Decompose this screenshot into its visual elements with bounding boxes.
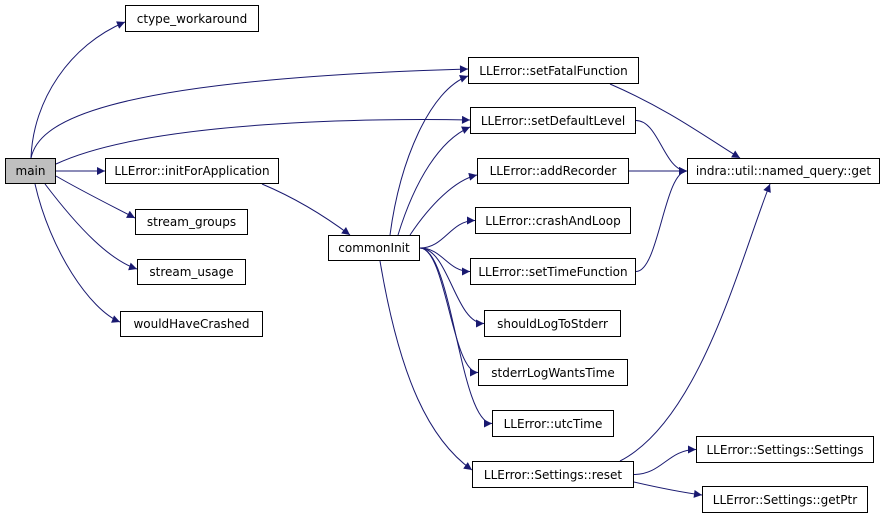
node-llerror-settings-settings[interactable]: LLError::Settings::Settings <box>696 436 874 463</box>
node-llerror-settings-reset[interactable]: LLError::Settings::reset <box>472 461 634 488</box>
edge-commonInit-to-addRecorder <box>409 172 478 236</box>
node-stream-usage[interactable]: stream_usage <box>137 259 246 285</box>
edge-commonInit-to-crashAndLoop <box>419 216 476 249</box>
edge-main-to-wouldHaveCrashed <box>34 183 121 323</box>
edge-commonInit-to-shouldLogToStderr <box>419 247 485 328</box>
edge-settingsReset-to-settingsGetPtr <box>633 481 703 498</box>
edge-commonInit-to-utcTime <box>419 247 493 428</box>
edge-setFatalFunction-to-namedQueryGet <box>609 83 741 159</box>
edge-settingsReset-to-namedQueryGet <box>619 183 771 462</box>
edge-commonInit-to-stderrLogWantsTime <box>419 247 479 377</box>
edge-main-to-stream_groups <box>55 175 136 219</box>
node-llerror-settings-getptr[interactable]: LLError::Settings::getPtr <box>702 486 868 513</box>
node-llerror-initforapplication[interactable]: LLError::initForApplication <box>105 158 279 184</box>
node-indra-util-named-query-get[interactable]: indra::util::named_query::get <box>687 158 880 184</box>
node-stderrlogwantstime[interactable]: stderrLogWantsTime <box>478 359 628 386</box>
node-llerror-settimefunction[interactable]: LLError::setTimeFunction <box>470 258 636 285</box>
edge-commonInit-to-setFatalFunction <box>389 75 469 236</box>
edge-main-to-setDefaultLevel <box>55 115 471 165</box>
edge-main-to-stream_usage <box>44 183 138 271</box>
node-llerror-utctime[interactable]: LLError::utcTime <box>492 410 614 437</box>
edge-setDefaultLevel-to-namedQueryGet <box>635 120 688 175</box>
node-wouldhavecrashed[interactable]: wouldHaveCrashed <box>120 311 263 337</box>
edge-settingsReset-to-settingsSettings <box>633 445 697 475</box>
edge-commonInit-to-settingsReset <box>379 260 473 471</box>
edge-commonInit-to-setDefaultLevel <box>397 126 471 236</box>
edge-setTimeFunction-to-namedQueryGet <box>635 167 688 272</box>
node-commoninit[interactable]: commonInit <box>328 235 420 261</box>
node-ctype-workaround[interactable]: ctype_workaround <box>125 5 259 32</box>
node-llerror-setfatalfunction[interactable]: LLError::setFatalFunction <box>468 57 639 84</box>
node-shouldlogtostderr[interactable]: shouldLogToStderr <box>484 310 621 337</box>
node-llerror-addrecorder[interactable]: LLError::addRecorder <box>477 158 629 184</box>
node-llerror-crashandloop[interactable]: LLError::crashAndLoop <box>475 207 631 234</box>
node-main[interactable]: main <box>5 158 56 184</box>
edge-initForApplication-to-commonInit <box>261 183 351 236</box>
node-llerror-setdefaultlevel[interactable]: LLError::setDefaultLevel <box>470 107 636 134</box>
edge-main-to-ctype_workaround <box>30 21 126 159</box>
edge-main-to-setFatalFunction <box>30 65 469 159</box>
node-stream-groups[interactable]: stream_groups <box>135 209 248 235</box>
